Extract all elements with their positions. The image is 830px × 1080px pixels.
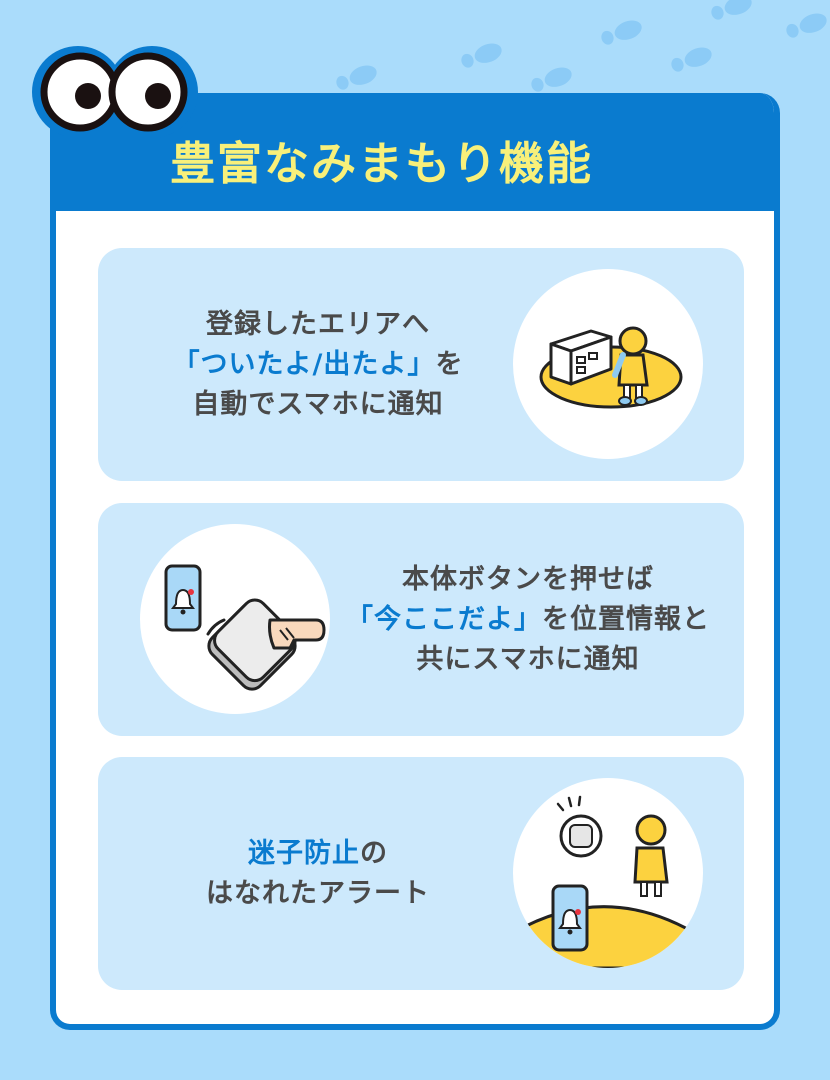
feature-card-separation-alert: 迷子防止の はなれたアラート bbox=[98, 757, 744, 990]
feature-card-button-notification: 本体ボタンを押せば 「今ここだよ」を位置情報と 共にスマホに通知 bbox=[98, 503, 744, 736]
feature-line: 共にスマホに通知 bbox=[416, 643, 640, 675]
feature-line-rest: の bbox=[360, 837, 388, 869]
separation-alert-illustration bbox=[513, 778, 703, 968]
page-title: 豊富なみまもり機能 bbox=[170, 137, 594, 190]
feature-line: 自動でスマホに通知 bbox=[192, 388, 444, 420]
feature-line: 「ついたよ/出たよ」を bbox=[173, 345, 464, 385]
feature-line: 登録したエリアへ bbox=[206, 308, 430, 340]
feature-line: 迷子防止の bbox=[248, 834, 388, 874]
feature-line: はなれたアラート bbox=[206, 877, 430, 909]
feature-highlight: 迷子防止 bbox=[248, 837, 360, 869]
feature-description: 登録したエリアへ 「ついたよ/出たよ」を 自動でスマホに通知 bbox=[118, 248, 518, 481]
feature-description: 本体ボタンを押せば 「今ここだよ」を位置情報と 共にスマホに通知 bbox=[318, 503, 738, 736]
feature-line-rest: を bbox=[435, 348, 464, 380]
googly-eyes-icon bbox=[32, 46, 198, 142]
footprints-decoration bbox=[336, 0, 827, 92]
device-button-illustration bbox=[140, 524, 330, 714]
feature-line: 「今ここだよ」を位置情報と bbox=[346, 600, 710, 640]
features-panel: 豊富なみまもり機能 登録したエリアへ 「ついたよ/出たよ」を 自動でスマホに通知 bbox=[50, 93, 780, 1030]
school-area-illustration bbox=[513, 269, 703, 459]
feature-line-rest: を位置情報と bbox=[542, 603, 710, 635]
feature-card-area-notification: 登録したエリアへ 「ついたよ/出たよ」を 自動でスマホに通知 bbox=[98, 248, 744, 481]
feature-description: 迷子防止の はなれたアラート bbox=[118, 757, 518, 990]
feature-line: 本体ボタンを押せば bbox=[402, 563, 654, 595]
feature-highlight: 「今ここだよ」 bbox=[346, 603, 542, 635]
feature-highlight: 「ついたよ/出たよ」 bbox=[172, 348, 436, 380]
